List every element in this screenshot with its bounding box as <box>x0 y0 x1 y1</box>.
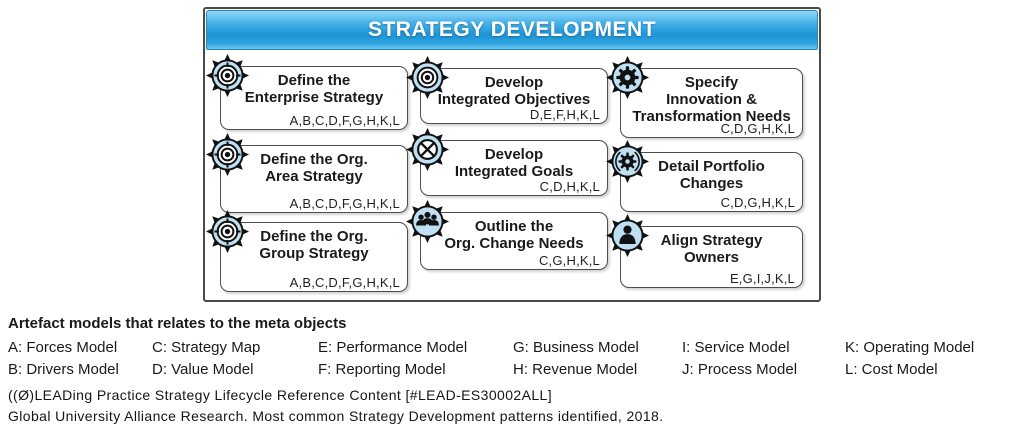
task-title: Detail Portfolio Changes <box>658 158 765 192</box>
legend-item-e: E: Performance Model <box>318 339 468 356</box>
task-title: Define the Org. Group Strategy <box>259 228 369 262</box>
task-title: Outline the Org. Change Needs <box>444 218 584 252</box>
legend-item-l: L: Cost Model <box>845 361 938 378</box>
legend-item-i: I: Service Model <box>682 339 790 356</box>
panel-header: STRATEGY DEVELOPMENT <box>206 10 818 50</box>
legend-heading: Artefact models that relates to the meta… <box>8 315 347 332</box>
task-model-letters: C,D,G,H,K,L <box>720 195 795 210</box>
legend-item-c: C: Strategy Map <box>152 339 261 356</box>
task-title: Define the Org. Area Strategy <box>260 151 368 185</box>
task-model-letters: C,G,H,K,L <box>538 253 600 268</box>
legend-item-g: G: Business Model <box>513 339 639 356</box>
task-box-define-enterprise-strategy: Define the Enterprise Strategy A,B,C,D,F… <box>220 66 408 130</box>
task-title: Specify Innovation & Transformation Need… <box>632 74 791 125</box>
gear-parentheses-icon <box>606 140 649 183</box>
objective-gear-icon <box>406 56 449 99</box>
footer-line-1: ((Ø)LEADing Practice Strategy Lifecycle … <box>8 387 552 403</box>
artefact-legend: Artefact models that relates to the meta… <box>8 315 1016 383</box>
task-model-letters: A,B,C,D,F,G,H,K,L <box>289 196 400 211</box>
target-gear-icon <box>206 54 249 97</box>
task-box-outline-org-change-needs: Outline the Org. Change Needs C,G,H,K,L <box>420 212 608 270</box>
task-title: Develop Integrated Objectives <box>437 74 591 108</box>
solid-gear-icon <box>606 56 649 99</box>
panel-title: STRATEGY DEVELOPMENT <box>367 18 657 41</box>
task-box-develop-integrated-goals: Develop Integrated Goals C,D,H,K,L <box>420 140 608 196</box>
target-gear-icon <box>206 133 249 176</box>
legend-item-k: K: Operating Model <box>845 339 975 356</box>
task-box-define-org-area-strategy: Define the Org. Area Strategy A,B,C,D,F,… <box>220 145 408 213</box>
task-title: Align Strategy Owners <box>660 232 763 266</box>
legend-grid: A: Forces Model C: Strategy Map E: Perfo… <box>8 339 1016 383</box>
task-box-align-strategy-owners: Align Strategy Owners E,G,I,J,K,L <box>620 226 803 288</box>
task-model-letters: A,B,C,D,F,G,H,K,L <box>289 113 400 128</box>
legend-item-h: H: Revenue Model <box>513 361 638 378</box>
footer: ((Ø)LEADing Practice Strategy Lifecycle … <box>8 385 663 427</box>
target-gear-icon <box>206 210 249 253</box>
task-title: Develop Integrated Goals <box>454 146 574 180</box>
legend-item-f: F: Reporting Model <box>318 361 446 378</box>
task-model-letters: C,D,G,H,K,L <box>720 121 795 136</box>
legend-item-a: A: Forces Model <box>8 339 118 356</box>
people-group-gear-icon <box>406 200 449 243</box>
task-box-develop-integrated-objectives: Develop Integrated Objectives D,E,F,H,K,… <box>420 68 608 124</box>
task-box-define-org-group-strategy: Define the Org. Group Strategy A,B,C,D,F… <box>220 222 408 292</box>
task-model-letters: D,E,F,H,K,L <box>529 107 600 122</box>
strategy-development-panel: STRATEGY DEVELOPMENT Define the Enterpri… <box>203 7 821 302</box>
task-title: Define the Enterprise Strategy <box>244 72 384 106</box>
legend-item-j: J: Process Model <box>682 361 798 378</box>
task-model-letters: A,B,C,D,F,G,H,K,L <box>289 275 400 290</box>
legend-item-d: D: Value Model <box>152 361 254 378</box>
task-box-detail-portfolio-changes: Detail Portfolio Changes C,D,G,H,K,L <box>620 152 803 212</box>
person-gear-icon <box>606 214 649 257</box>
task-model-letters: C,D,H,K,L <box>539 179 600 194</box>
task-model-letters: E,G,I,J,K,L <box>729 271 795 286</box>
legend-item-b: B: Drivers Model <box>8 361 119 378</box>
goal-cross-gear-icon <box>406 128 449 171</box>
task-box-specify-innovation-transformation-needs: Specify Innovation & Transformation Need… <box>620 68 803 138</box>
footer-line-2: Global University Alliance Research. Mos… <box>8 408 664 424</box>
